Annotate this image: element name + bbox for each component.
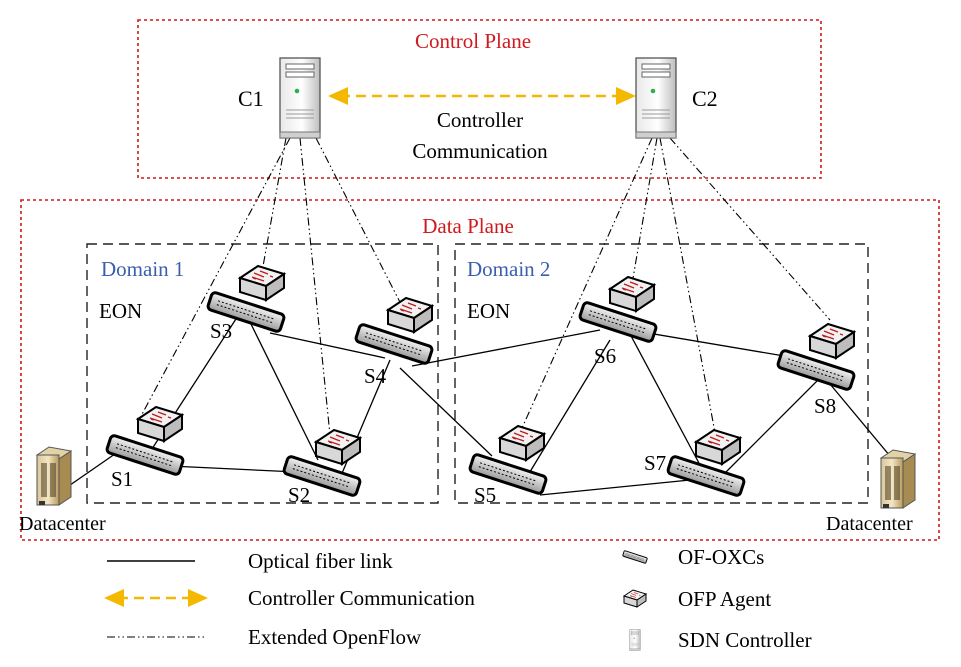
datacenter-right-icon bbox=[880, 449, 916, 509]
legend-openflow-label: Extended OpenFlow bbox=[248, 625, 422, 649]
controller-c1-label: C1 bbox=[238, 86, 264, 111]
controller-communication-arrow bbox=[328, 87, 636, 105]
legend-oxc-icon bbox=[622, 550, 648, 564]
switch-s1-label: S1 bbox=[111, 467, 133, 491]
controller-c2-label: C2 bbox=[692, 86, 718, 111]
switch-s5-label: S5 bbox=[474, 483, 496, 507]
controller-comm-label-line1: Controller bbox=[437, 108, 523, 132]
legend-agent-icon bbox=[623, 589, 647, 608]
switch-s2-label: S2 bbox=[288, 483, 310, 507]
control-plane-border bbox=[137, 19, 822, 179]
legend-controller-icon bbox=[629, 629, 641, 651]
switch-s7[interactable] bbox=[665, 429, 747, 498]
switch-s7-label: S7 bbox=[644, 451, 666, 475]
legend-comm-label: Controller Communication bbox=[248, 586, 475, 610]
legend-comm-swatch bbox=[104, 589, 208, 607]
data-plane-border bbox=[20, 199, 940, 541]
domain-1-type: EON bbox=[99, 299, 142, 323]
legend-controller-label: SDN Controller bbox=[678, 628, 812, 652]
controller-c2-icon[interactable] bbox=[635, 57, 677, 139]
switch-s6[interactable] bbox=[577, 276, 659, 344]
domain-1-border bbox=[86, 243, 439, 504]
optical-fiber-links bbox=[59, 304, 901, 496]
switch-s8[interactable] bbox=[775, 323, 857, 392]
domain-1-label: Domain 1 bbox=[101, 257, 184, 281]
legend: Optical fiber link Controller Communicat… bbox=[104, 545, 812, 652]
switch-s1[interactable] bbox=[104, 406, 186, 477]
switch-s4-label: S4 bbox=[364, 364, 387, 388]
switch-s3-label: S3 bbox=[210, 319, 232, 343]
domain-2-label: Domain 2 bbox=[467, 257, 550, 281]
legend-agent-label: OFP Agent bbox=[678, 587, 771, 611]
extended-openflow-links bbox=[139, 137, 831, 439]
legend-oxc-label: OF-OXCs bbox=[678, 545, 764, 569]
datacenter-left-icon bbox=[36, 446, 72, 506]
controller-comm-label-line2: Communication bbox=[412, 139, 548, 163]
control-plane-label: Control Plane bbox=[415, 29, 531, 53]
datacenter-right-label: Datacenter bbox=[826, 513, 913, 535]
switch-s6-label: S6 bbox=[594, 344, 616, 368]
controller-c1-icon[interactable] bbox=[279, 57, 321, 139]
switch-s8-label: S8 bbox=[814, 394, 836, 418]
legend-fiber-label: Optical fiber link bbox=[248, 549, 393, 573]
datacenter-left-label: Datacenter bbox=[19, 513, 106, 535]
domain-2-type: EON bbox=[467, 299, 510, 323]
data-plane-label: Data Plane bbox=[422, 214, 514, 238]
